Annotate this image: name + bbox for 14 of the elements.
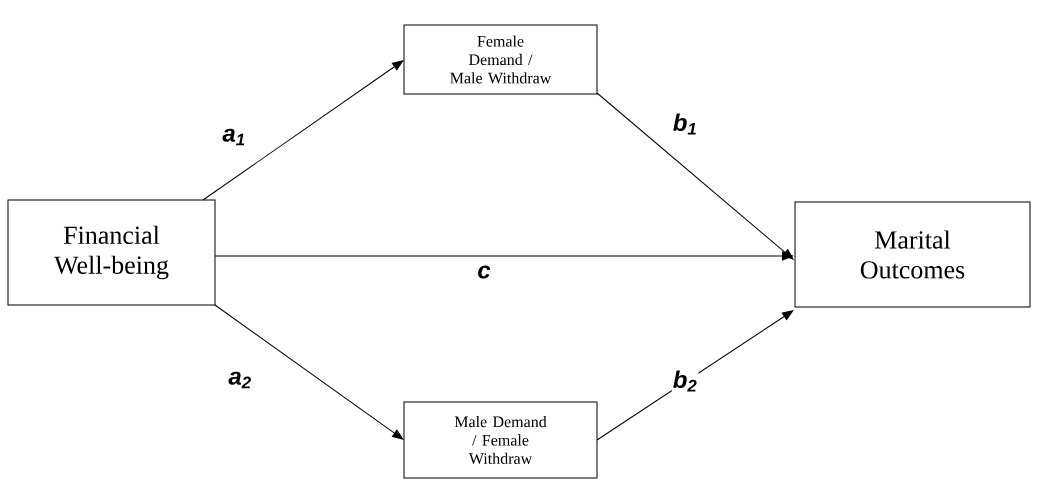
edge-label: a$_{1}$ [221,127,247,147]
process-box: Male Demand / Female Withdraw [403,401,598,479]
edge-label: b$_{2}$ [671,369,699,393]
process-box: Financial Well-being [7,199,216,306]
arrow [596,310,794,441]
edge-label: c [476,264,492,280]
process-box: Female Demand / Male Withdraw [403,24,598,95]
arrow [214,304,404,440]
arrow [596,92,794,260]
process-box: Marital Outcomes [794,201,1031,308]
arrow [202,60,404,201]
edge-label: b$_{1}$ [671,112,699,136]
edge-label: a$_{2}$ [227,370,253,390]
arrow [214,251,794,261]
